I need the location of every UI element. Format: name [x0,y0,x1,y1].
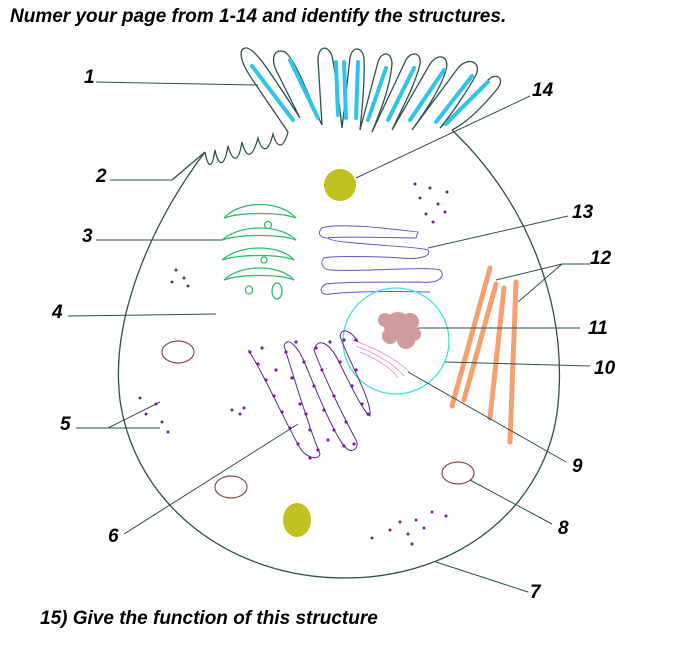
label-1: 1 [84,67,95,88]
label-13: 13 [572,202,594,223]
cell-membrane [117,129,561,579]
microfilaments [449,265,519,445]
label-10: 10 [594,358,616,379]
label-4: 4 [51,302,63,323]
lysosome-bottom [283,503,311,537]
page-title: Numer your page from 1-14 and identify t… [10,6,507,27]
question-15: 15) Give the function of this structure [40,608,378,629]
label-2: 2 [95,166,107,187]
label-12: 12 [590,248,612,269]
label-3: 3 [82,226,93,247]
lysosome-top [324,169,356,201]
golgi-apparatus [221,203,297,300]
small-microvilli [204,131,289,166]
label-5: 5 [60,414,71,435]
smooth-er [319,225,443,295]
label-14: 14 [532,80,554,101]
label-9: 9 [572,456,583,477]
free-ribosomes [138,182,449,546]
vesicles [161,340,475,499]
rough-er [247,330,371,459]
microvilli-outline [240,47,502,133]
microvilli-core [250,58,490,126]
rough-er-ribosomes [248,338,370,460]
label-6: 6 [108,526,119,547]
label-11: 11 [588,318,608,339]
nucleolus-chromatin [378,312,421,349]
nuclear-chromatin-threads [351,339,411,379]
label-7: 7 [530,582,542,603]
leader-lines [67,81,591,593]
label-8: 8 [558,518,569,539]
